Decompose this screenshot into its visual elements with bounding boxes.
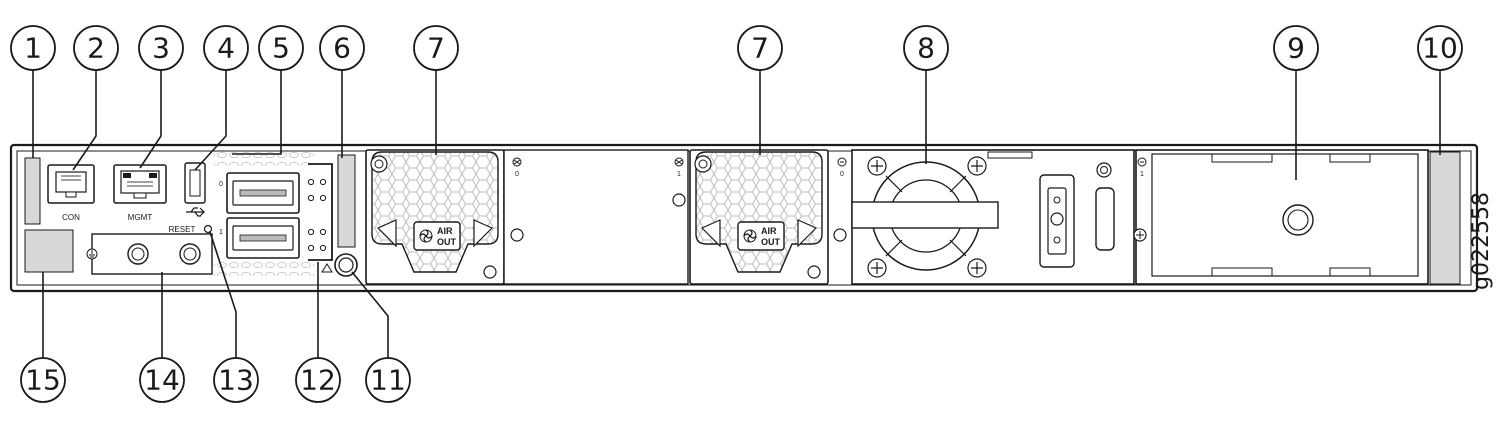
svg-text:14: 14 — [144, 364, 180, 397]
callout-1: 1 — [10, 25, 56, 71]
fan-module-0[interactable] — [365, 149, 505, 285]
callout-13: 13 — [213, 357, 259, 403]
svg-text:5: 5 — [272, 32, 290, 65]
mgmt-label: MGMT — [128, 213, 153, 222]
psu-slot-1-label: 1 — [1140, 171, 1144, 178]
callout-15: 15 — [20, 357, 66, 403]
callout-6: 6 — [319, 25, 365, 71]
svg-text:10: 10 — [1422, 32, 1458, 65]
con-label: CON — [62, 213, 80, 222]
reset-button[interactable] — [203, 224, 213, 234]
fan-slot-0-icon — [512, 157, 522, 167]
fan-slot-0-label: 0 — [515, 171, 519, 178]
leader-lines — [32, 70, 1441, 358]
vent-lower — [214, 258, 314, 276]
fan-module-1[interactable] — [689, 149, 829, 285]
fan-1-icon — [743, 229, 757, 243]
figure-id: g022558 — [1469, 192, 1494, 290]
callout-14: 14 — [139, 357, 185, 403]
fan-slot-1-icon — [674, 157, 684, 167]
svg-text:12: 12 — [300, 364, 336, 397]
fan-0-icon — [419, 229, 433, 243]
callout-5: 5 — [258, 25, 304, 71]
svg-text:2: 2 — [87, 32, 105, 65]
management-label-strip — [337, 154, 356, 248]
svg-text:3: 3 — [152, 32, 170, 65]
fan-0-out-label: OUT — [437, 237, 457, 247]
qsfp-port-0[interactable] — [226, 172, 300, 214]
port-leds — [307, 163, 333, 261]
callout-3: 3 — [138, 25, 184, 71]
svg-text:7: 7 — [427, 32, 445, 65]
esd-point — [321, 253, 358, 277]
esd-label-area — [24, 229, 74, 273]
console-port[interactable] — [47, 164, 95, 204]
fan-blank-panel — [503, 149, 689, 285]
chassis-screw — [833, 228, 847, 242]
svg-text:15: 15 — [25, 364, 61, 397]
fan-1-out-label: OUT — [761, 237, 781, 247]
svg-text:1: 1 — [24, 32, 42, 65]
callout-12: 12 — [295, 357, 341, 403]
fan-slot-1-label: 1 — [677, 171, 681, 178]
fan-0-air-label: AIR — [437, 226, 453, 236]
grounding-point — [91, 233, 213, 275]
left-serial-label — [24, 157, 41, 225]
svg-text:4: 4 — [217, 32, 235, 65]
vent-upper — [214, 152, 314, 166]
ground-icon — [86, 248, 98, 260]
callout-8: 8 — [903, 25, 949, 71]
svg-text:8: 8 — [917, 32, 935, 65]
right-serial-label — [1429, 151, 1461, 285]
svg-text:13: 13 — [218, 364, 254, 397]
psu-slot-1-icon — [1137, 157, 1147, 167]
svg-text:9: 9 — [1287, 32, 1305, 65]
power-supply-1-cover — [1133, 149, 1429, 285]
callout-10: 10 — [1417, 25, 1463, 71]
port-index-1: 1 — [219, 229, 223, 236]
management-port[interactable] — [113, 164, 167, 204]
psu-slot-0-icon — [837, 157, 847, 167]
usb-icon — [186, 207, 205, 217]
fan-1-air-label: AIR — [761, 226, 777, 236]
psu-slot-0-label: 0 — [840, 171, 844, 178]
callout-11: 11 — [365, 357, 411, 403]
qsfp-port-1[interactable] — [226, 217, 300, 259]
callout-2: 2 — [73, 25, 119, 71]
svg-text:11: 11 — [370, 364, 406, 397]
callout-7-fan-1: 7 — [737, 25, 783, 71]
svg-text:7: 7 — [751, 32, 769, 65]
power-supply-0[interactable] — [851, 149, 1135, 285]
callout-9: 9 — [1273, 25, 1319, 71]
callout-7-fan-0: 7 — [413, 25, 459, 71]
callout-4: 4 — [203, 25, 249, 71]
reset-label: RESET — [169, 225, 196, 234]
svg-text:6: 6 — [333, 32, 351, 65]
port-index-0: 0 — [219, 181, 223, 188]
